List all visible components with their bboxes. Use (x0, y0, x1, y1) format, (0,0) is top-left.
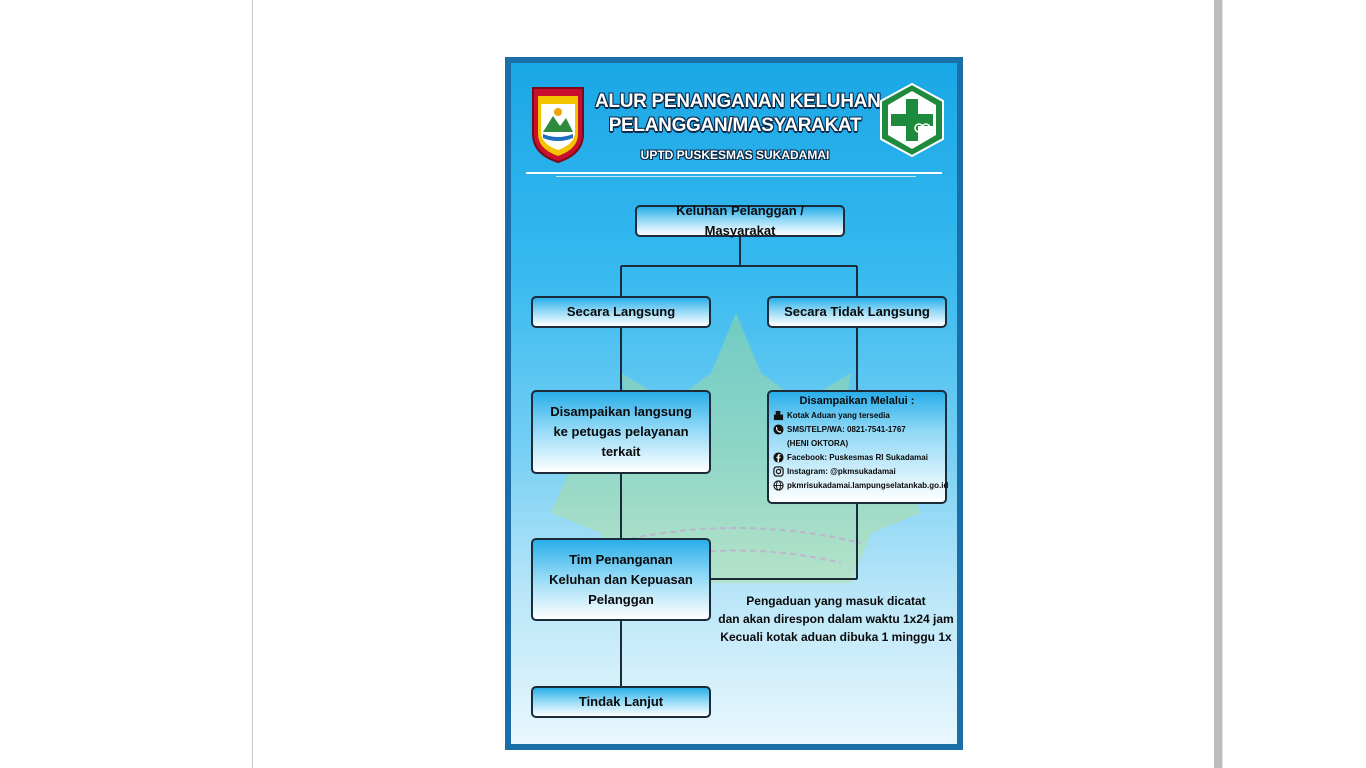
channel-item-text: Instagram: @pkmsukadamai (787, 467, 896, 476)
response-note-line: Kecuali kotak aduan dibuka 1 minggu 1x (720, 630, 952, 644)
crown-watermark-icon (551, 313, 921, 583)
vertical-scrollbar[interactable] (1214, 0, 1222, 768)
scrollbar-edge (1222, 0, 1223, 768)
channel-item: Facebook: Puskesmas RI Sukadamai (773, 451, 941, 465)
lampung-selatan-emblem-icon (532, 87, 584, 164)
poster-body: ALUR PENANGANAN KELUHAN PELANGGAN/MASYAR… (511, 63, 957, 744)
poster-title: ALUR PENANGANAN KELUHAN PELANGGAN/MASYAR… (595, 90, 881, 138)
response-note-line: dan akan direspon dalam waktu 1x24 jam (718, 612, 954, 626)
channel-item-text: pkmrisukadamai.lampungselatankab.go.id (787, 481, 949, 490)
direct-delivery-line: ke petugas pelayanan (553, 424, 689, 439)
facebook-icon (773, 452, 784, 463)
indirect-channel-label: Secara Tidak Langsung (784, 304, 930, 319)
channel-item-text: Kotak Aduan yang tersedia (787, 411, 890, 420)
channel-item: Instagram: @pkmsukadamai (773, 465, 941, 479)
direct-channel-box: Secara Langsung (531, 296, 711, 328)
phone-icon (773, 424, 784, 435)
channels-title: Disampaikan Melalui : (799, 395, 915, 407)
instagram-icon (773, 466, 784, 477)
poster-title-line1: ALUR PENANGANAN KELUHAN (595, 91, 881, 112)
direct-delivery-box: Disampaikan langsung ke petugas pelayana… (531, 390, 711, 474)
poster-subtitle: UPTD PUSKESMAS SUKADAMAI (640, 148, 830, 162)
header-divider (526, 172, 942, 174)
channel-item: pkmrisukadamai.lampungselatankab.go.id (773, 479, 948, 493)
follow-up-box: Tindak Lanjut (531, 686, 711, 718)
direct-delivery-line: Disampaikan langsung (550, 404, 692, 419)
document-page-left-edge (252, 0, 253, 768)
header-divider-thin (556, 176, 916, 177)
delivery-channels-box: Disampaikan Melalui : Kotak Aduan yang t… (767, 390, 948, 504)
complaint-team-line: Keluhan dan Kepuasan (549, 571, 693, 587)
indirect-channel-box: Secara Tidak Langsung (767, 296, 947, 328)
response-note: Pengaduan yang masuk dicatat dan akan di… (716, 592, 956, 646)
flow-connectors (620, 237, 858, 687)
puskesmas-cross-logo-icon (880, 82, 944, 158)
mailbox-icon (773, 410, 784, 421)
direct-channel-label: Secara Langsung (566, 304, 676, 319)
channel-item: SMS/TELP/WA: 0821-7541-1767 (773, 423, 941, 437)
contact-name: (HENI OKTORA) (787, 439, 849, 448)
globe-icon (773, 480, 784, 491)
poster-title-line2: PELANGGAN/MASYARAKAT (608, 115, 862, 136)
channel-item-text: Facebook: Puskesmas RI Sukadamai (787, 453, 928, 462)
direct-delivery-line: terkait (601, 444, 641, 459)
complaint-flow-poster: ALUR PENANGANAN KELUHAN PELANGGAN/MASYAR… (505, 57, 963, 750)
response-note-line: Pengaduan yang masuk dicatat (746, 594, 926, 608)
root-complaint-label: Keluhan Pelanggan / Masyarakat (676, 203, 804, 238)
complaint-team-line: Pelanggan (588, 591, 654, 607)
follow-up-label: Tindak Lanjut (578, 694, 664, 709)
complaint-team-line: Tim Penanganan (569, 551, 673, 567)
channel-item-text: SMS/TELP/WA: 0821-7541-1767 (787, 425, 906, 434)
channel-item: Kotak Aduan yang tersedia (773, 409, 941, 423)
root-complaint-box: Keluhan Pelanggan / Masyarakat (635, 203, 845, 238)
complaint-team-box: Tim Penanganan Keluhan dan Kepuasan Pela… (531, 538, 711, 621)
